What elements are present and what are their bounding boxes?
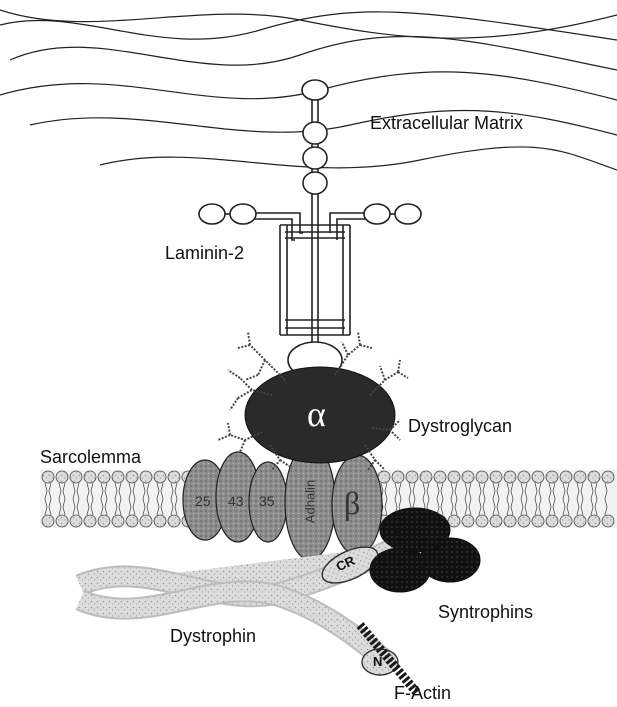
laminin-2-label: Laminin-2 — [165, 243, 244, 264]
laminin-globule — [199, 204, 225, 224]
ct-label: CT — [392, 521, 409, 536]
ecm-fiber — [0, 10, 617, 38]
sg43-label: 43 — [228, 493, 244, 509]
extracellular-matrix-label: Extracellular Matrix — [370, 113, 523, 134]
dystrophin-label: Dystrophin — [170, 626, 256, 647]
dystroglycan-label: Dystroglycan — [408, 416, 512, 437]
adhalin-label: Adhalin — [303, 477, 318, 527]
ecm-fiber — [100, 147, 617, 170]
laminin-globule — [364, 204, 390, 224]
laminin-globule — [395, 204, 421, 224]
sg35-label: 35 — [259, 493, 275, 509]
alpha-symbol: α — [307, 393, 326, 435]
laminin-globule — [230, 204, 256, 224]
sg25-label: 25 — [195, 493, 211, 509]
laminin-globule — [303, 147, 327, 169]
ecm-fiber — [10, 36, 617, 70]
syntrophins-label: Syntrophins — [438, 602, 533, 623]
sarcolemma-label: Sarcolemma — [40, 447, 141, 468]
n-label: N — [373, 654, 382, 669]
beta-symbol: β — [344, 485, 360, 522]
f-actin-label: F-Actin — [394, 683, 451, 704]
laminin-globule — [303, 122, 327, 144]
laminin-globule — [303, 172, 327, 194]
ecm-fiber — [0, 12, 617, 40]
laminin-globule — [302, 80, 328, 100]
